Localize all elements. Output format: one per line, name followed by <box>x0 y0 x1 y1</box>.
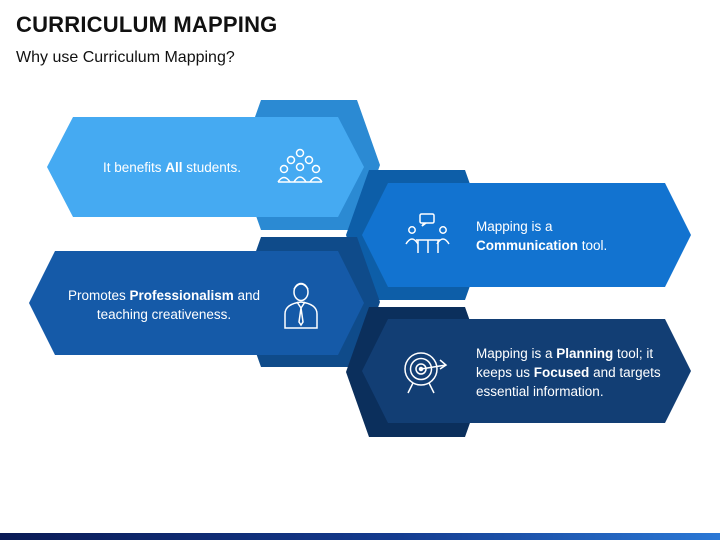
item-3-label: Promotes Professionalism and teaching cr… <box>67 288 261 322</box>
item-4-label: Mapping is a Planning tool; it keeps us … <box>476 346 661 399</box>
item-1-label: It benefits All students. <box>102 160 242 175</box>
footer-bar <box>0 533 720 540</box>
page-subtitle: Why use Curriculum Mapping? <box>16 49 235 66</box>
meeting-chat-icon <box>405 213 450 253</box>
businessman-icon <box>284 282 318 329</box>
page-title: CURRICULUM MAPPING <box>16 12 278 37</box>
hexagon-front-4 <box>362 319 691 423</box>
item-2-label: Mapping is a Communication tool. <box>476 219 608 253</box>
people-group-icon <box>277 148 323 183</box>
hexagon-front-1 <box>47 117 364 217</box>
hexagon-front-3 <box>29 251 364 355</box>
hexagon-front-2 <box>362 183 691 287</box>
target-icon <box>404 352 448 394</box>
